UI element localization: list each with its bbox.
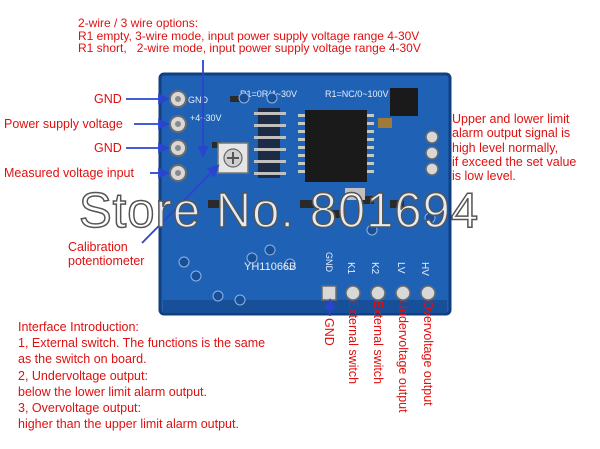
- pin-pad-b-gnd: [321, 285, 337, 301]
- smd-1: [212, 142, 222, 148]
- label-external-switch-1: External switch: [346, 300, 360, 385]
- pin-pad-b-lv: [395, 285, 411, 301]
- vias: [178, 92, 436, 306]
- silk-b-lv: LV: [395, 262, 406, 274]
- silk-b-gnd: GND: [324, 252, 334, 273]
- intro-line: 3, Overvoltage output:: [18, 401, 141, 416]
- label-overvoltage-output: Overvoltage output: [421, 300, 435, 406]
- pcb-shadow: [163, 300, 447, 312]
- label-bottom-gnd: GND: [322, 318, 336, 346]
- intro-line: as the switch on board.: [18, 352, 147, 367]
- label-measured-input: Measured voltage input: [4, 166, 134, 180]
- pin-pad-b-hv: [420, 285, 436, 301]
- silk-gnd: GND: [188, 95, 209, 105]
- resistor-array-1: [258, 108, 280, 178]
- intro-line: 1, External switch. The functions is the…: [18, 336, 266, 351]
- interface-introduction: Interface Introduction: 1, External swit…: [18, 319, 265, 432]
- silk-voltage: +4~30V: [190, 113, 222, 123]
- alarm-note-line: Upper and lower limit: [452, 112, 570, 126]
- silk-b-k1: K1: [345, 262, 356, 275]
- silk-model: YH11066B: [244, 261, 296, 273]
- pin-pad-b-k2: [370, 285, 386, 301]
- silk-b-hv: HV: [419, 262, 430, 276]
- alarm-note-line: if exceed the set value: [452, 154, 577, 169]
- smd-3: [208, 200, 224, 208]
- smd-6: [360, 196, 374, 204]
- alarm-note-line: high level normally,: [452, 140, 559, 155]
- wire-options-line1: R1 empty, 3-wire mode, input power suppl…: [78, 28, 420, 43]
- label-external-switch-2: External switch: [371, 300, 385, 385]
- alarm-note-line: alarm output signal is: [452, 126, 571, 141]
- alarm-note-line: is low level.: [452, 169, 516, 184]
- smd-4: [300, 200, 314, 208]
- ic-pins: [298, 114, 374, 173]
- store-watermark: Store No. 801694: [78, 183, 480, 239]
- smd-7: [390, 200, 404, 208]
- label-potentiometer: potentiometer: [68, 254, 145, 268]
- intro-line: below the lower limit alarm output.: [18, 384, 207, 399]
- label-calibration: Calibration: [68, 240, 128, 254]
- wire-options-title: 2-wire / 3 wire options:: [78, 16, 199, 30]
- silk-r-right: R1=NC/0~100V: [325, 89, 389, 99]
- pcb-board-edge: [158, 72, 452, 316]
- pin-pad-b-k1: [345, 285, 361, 301]
- annotation-arrows: [126, 60, 336, 316]
- right-pin-column: [425, 130, 439, 176]
- alarm-output-note: Upper and lower limit alarm output signa…: [452, 112, 576, 183]
- crystal: [345, 188, 365, 200]
- main-ic-chip: [305, 110, 367, 182]
- smd-2: [230, 96, 240, 102]
- intro-line: higher than the upper limit alarm output…: [18, 417, 239, 432]
- bottom-pin-header: [321, 285, 436, 301]
- intro-line: Interface Introduction:: [18, 320, 139, 334]
- label-gnd-2: GND: [94, 141, 122, 155]
- wire-options-line2: R1 short, 2-wire mode, input power suppl…: [78, 41, 421, 55]
- intro-line: 2, Undervoltage output:: [18, 368, 148, 383]
- label-power-supply: Power supply voltage: [4, 117, 123, 131]
- capacitor: [378, 118, 392, 128]
- arrow-calib: [141, 171, 213, 244]
- regulator: [390, 88, 418, 116]
- label-gnd-1: GND: [94, 92, 122, 106]
- pcb-board: [160, 74, 450, 314]
- wire-options-note: 2-wire / 3 wire options:R1 empty, 3-wire…: [78, 17, 421, 55]
- smd-5: [330, 210, 344, 218]
- silk-b-k2: K2: [369, 262, 380, 275]
- label-undervoltage-output: Undervoltage output: [396, 300, 410, 413]
